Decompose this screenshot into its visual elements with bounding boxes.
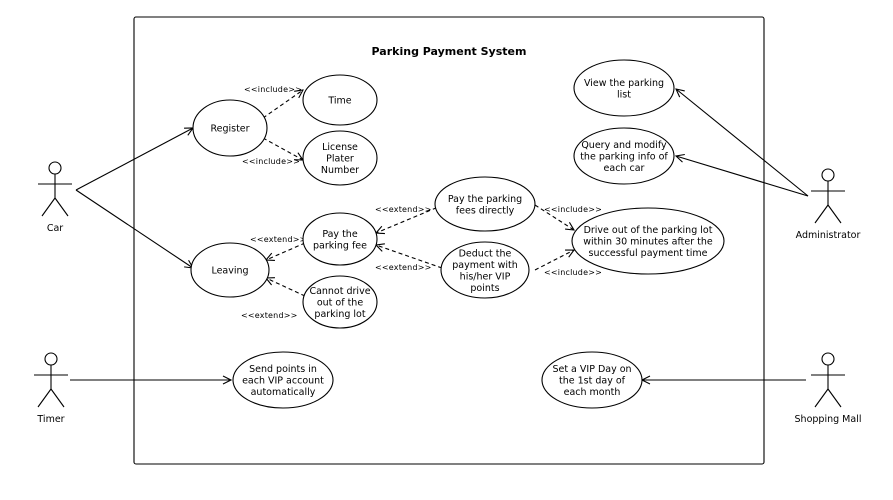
usecase-deduct-vip-points-label-line: payment with: [452, 260, 518, 271]
cannotdrive-leaving-extend: [266, 278, 306, 297]
stereotype-include-license: <<include>>: [242, 157, 300, 166]
usecase-leaving-label-line: Leaving: [211, 266, 248, 277]
usecase-send-vip-points-label-line: Send points in: [249, 364, 317, 375]
stereotype-extend-payfee: <<extend>>: [250, 235, 307, 244]
usecase-set-vip-day-label-line: Set a VIP Day on: [552, 364, 631, 375]
stereotype-extend-deductvip: <<extend>>: [375, 263, 432, 272]
usecase-pay-fees-directly-label-line: Pay the parking: [448, 194, 522, 205]
usecase-set-vip-day-label-line: each month: [564, 387, 621, 398]
usecase-query-modify-info-label-line: the parking info of: [580, 152, 668, 163]
admin-query-association: [676, 156, 809, 197]
stereotype-include-deductvip: <<include>>: [544, 268, 602, 277]
usecase-drive-out-label-line: within 30 minutes after the: [583, 237, 713, 248]
system-title: Parking Payment System: [372, 45, 527, 58]
usecase-pay-parking-fee-label-line: parking fee: [313, 240, 367, 251]
actor-car-label: Car: [47, 223, 63, 234]
usecase-deduct-vip-points-label-line: points: [470, 283, 499, 294]
deductvip-payfee-extend: [376, 245, 443, 269]
usecase-deduct-vip-points-label-line: Deduct the: [459, 248, 512, 259]
usecase-time: Time: [302, 74, 378, 126]
usecase-time-label-line: Time: [327, 96, 351, 107]
usecase-query-modify-info-label-line: Query and modify: [581, 140, 667, 151]
usecase-view-parking-list-label-line: View the parking: [584, 78, 664, 89]
car-register-association: [75, 128, 193, 191]
usecase-deduct-vip-points-label-line: his/her VIP: [460, 271, 511, 282]
actor-timer-label: Timer: [36, 414, 64, 425]
actor-head: [821, 168, 835, 182]
actor-administrator: Administrator: [796, 168, 861, 241]
svg-text:Time: Time: [327, 96, 351, 107]
usecase-leaving: Leaving: [190, 242, 270, 298]
usecase-drive-out-label-line: successful payment time: [589, 248, 708, 259]
usecase-register-label-line: Register: [210, 124, 249, 135]
usecase-pay-fees-directly-label-line: fees directly: [456, 205, 515, 216]
usecase-pay-parking-fee-label-line: Pay the: [322, 229, 358, 240]
usecase-license-plate-number-label-line: Number: [321, 165, 359, 176]
actor-head: [44, 352, 58, 366]
system-boundary: [133, 16, 765, 465]
svg-text:Leaving: Leaving: [211, 266, 248, 277]
actor-car: Car: [38, 161, 72, 234]
stereotype-labels: <<include>> <<include>> <<extend>> <<ext…: [241, 85, 602, 320]
svg-text:Register: Register: [210, 124, 249, 135]
usecase-license-plate-number-label-line: Plater: [326, 154, 354, 165]
usecase-cannot-drive-out-label-line: Cannot drive: [309, 286, 370, 297]
usecase-drive-out-label-line: Drive out of the parking lot: [584, 225, 713, 236]
actor-shopping-mall-label: Shopping Mall: [795, 414, 862, 425]
stereotype-include-paydirectly: <<include>>: [544, 205, 602, 214]
usecase-send-vip-points-label-line: automatically: [251, 387, 316, 398]
actor-head: [48, 161, 62, 175]
usecase-view-parking-list-label-line: list: [617, 89, 631, 100]
usecase-send-vip-points-label-line: each VIP account: [242, 376, 324, 387]
register-time-include: [262, 90, 303, 119]
usecase-register: Register: [192, 99, 268, 157]
usecase-query-modify-info-label-line: each car: [604, 163, 645, 174]
actor-shopping-mall: Shopping Mall: [795, 352, 862, 425]
register-license-include: [262, 137, 303, 160]
actor-timer: Timer: [34, 352, 68, 425]
admin-viewlist-association: [676, 89, 809, 197]
car-leaving-association: [75, 189, 193, 268]
actor-head: [821, 352, 835, 366]
stereotype-include-time: <<include>>: [244, 85, 302, 94]
payfee-leaving-extend: [266, 242, 306, 260]
paydirectly-driveout-include: [534, 204, 574, 230]
stereotype-extend-paydirectly: <<extend>>: [375, 205, 432, 214]
usecase-set-vip-day-label-line: the 1st day of: [559, 376, 626, 387]
usecase-license-plate-number-label-line: License: [322, 142, 358, 153]
deductvip-driveout-include: [534, 250, 574, 271]
usecase-cannot-drive-out-label-line: parking lot: [314, 309, 365, 320]
actor-administrator-label: Administrator: [796, 230, 861, 241]
connectors: [70, 89, 809, 380]
stereotype-extend-cannotdrive: <<extend>>: [241, 311, 298, 320]
usecase-cannot-drive-out-label-line: out of the: [317, 298, 364, 309]
paydirectly-payfee-extend: [376, 204, 444, 233]
